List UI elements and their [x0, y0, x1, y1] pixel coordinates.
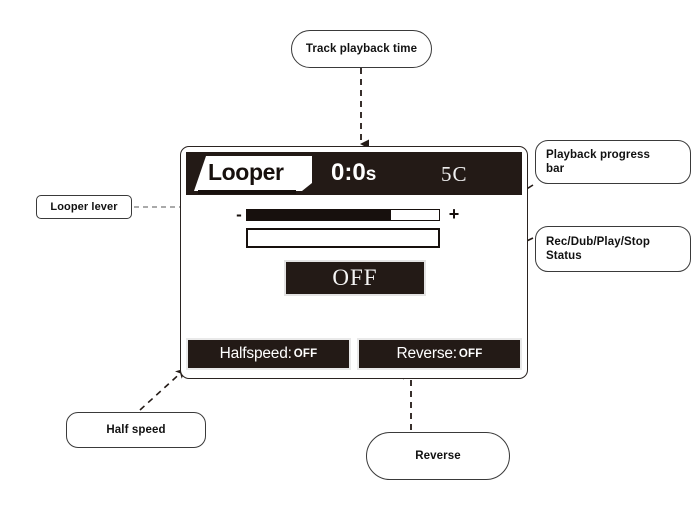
track-playback-time: 0:0s: [331, 159, 376, 189]
halfspeed-button-label: Halfspeed:: [219, 345, 292, 362]
status-value: OFF: [332, 265, 378, 290]
reverse-button-label: Reverse:: [396, 345, 457, 362]
looper-lever-fill: [247, 210, 391, 220]
channel-indicator: 5C: [441, 162, 468, 186]
callout-playback-progress-bar-label: Playback progress bar: [546, 149, 650, 175]
looper-mode-tab[interactable]: Looper: [194, 156, 312, 191]
looper-lever-plus-label[interactable]: +: [448, 204, 460, 224]
looper-lever-row[interactable]: - +: [186, 204, 522, 224]
callout-track-playback-time-label: Track playback time: [305, 43, 418, 55]
callout-rec-dub-play-stop-status-label: Rec/Dub/Play/Stop Status: [546, 236, 650, 262]
status-box: OFF: [284, 260, 426, 296]
halfspeed-button[interactable]: Halfspeed: OFF: [186, 338, 351, 370]
looper-lever-minus-label[interactable]: -: [236, 205, 242, 224]
looper-mode-tab-label: Looper: [208, 158, 284, 185]
connector-half-speed: [139, 368, 186, 411]
track-playback-time-unit: s: [365, 164, 377, 185]
looper-lever-track[interactable]: [246, 209, 440, 221]
screen-header-bar: Looper 0:0s 5C: [186, 152, 522, 195]
callout-looper-lever-label: Looper lever: [50, 201, 118, 213]
device-screen: Looper 0:0s 5C - +: [186, 152, 522, 373]
callout-looper-lever: Looper lever: [36, 195, 132, 219]
callout-half-speed-label: Half speed: [106, 424, 166, 436]
soft-button-row: Halfspeed: OFF Reverse: OFF: [186, 338, 522, 370]
callout-playback-progress-bar: Playback progress bar: [535, 140, 691, 184]
callout-reverse: Reverse: [366, 432, 510, 480]
reverse-button[interactable]: Reverse: OFF: [357, 338, 522, 370]
callout-reverse-label: Reverse: [415, 450, 461, 462]
callout-half-speed: Half speed: [66, 412, 206, 448]
looper-mode-tab-underline: [198, 190, 296, 194]
reverse-button-value: OFF: [458, 348, 483, 360]
track-playback-time-value: 0:0: [331, 159, 366, 186]
callout-track-playback-time: Track playback time: [291, 30, 432, 68]
looper-device-frame: Looper 0:0s 5C - +: [180, 146, 528, 379]
halfspeed-button-value: OFF: [293, 348, 318, 360]
playback-progress-bar[interactable]: [246, 228, 440, 248]
callout-rec-dub-play-stop-status: Rec/Dub/Play/Stop Status: [535, 226, 691, 272]
